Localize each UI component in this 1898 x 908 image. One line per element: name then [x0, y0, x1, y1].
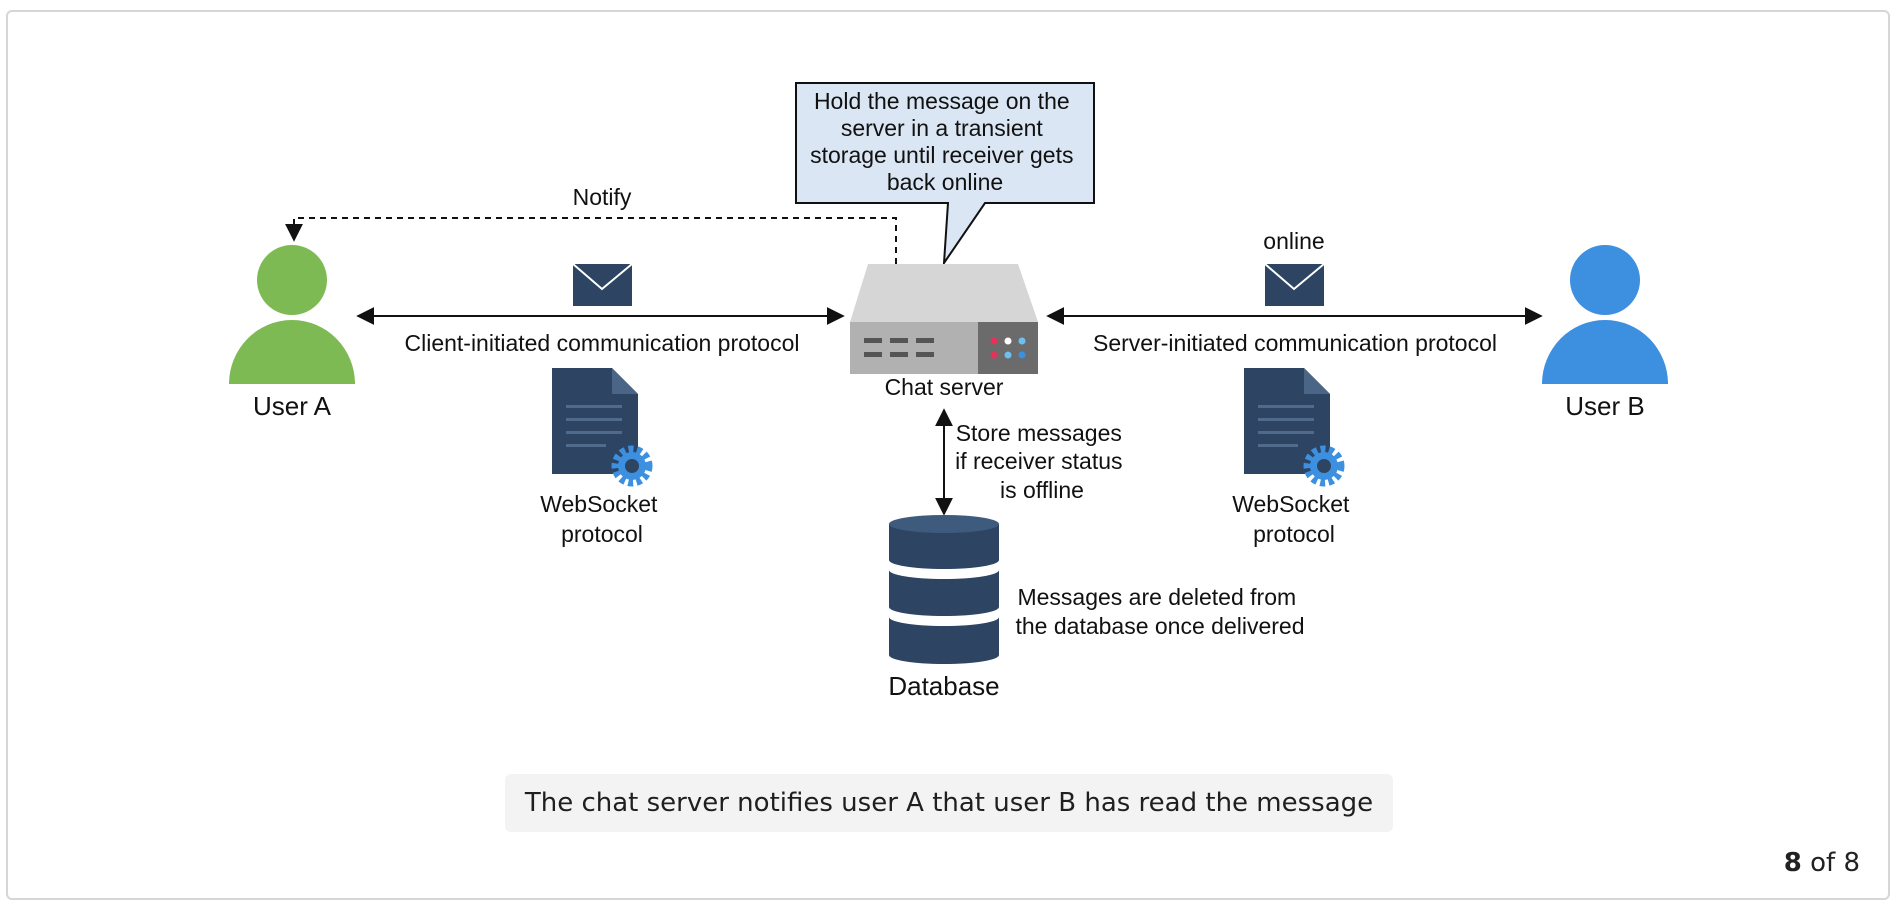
counter-current: 8: [1783, 848, 1802, 878]
user-b-label: User B: [1565, 391, 1644, 421]
callout-line-2: server in a transient: [841, 115, 1044, 141]
online-label: online: [1263, 228, 1324, 254]
db-note-line-1: Messages are deleted from: [1017, 584, 1296, 610]
user-b-icon: [1542, 245, 1668, 384]
slide-caption: The chat server notifies user A that use…: [505, 774, 1393, 832]
server-icon: [850, 264, 1038, 374]
websocket-right-line-1: WebSocket: [1232, 491, 1350, 517]
user-a-icon: [229, 245, 355, 384]
websocket-label-right: WebSocket protocol: [1232, 491, 1356, 547]
envelope-icon-right: [1264, 263, 1325, 306]
user-a-label: User A: [253, 391, 332, 421]
store-line-3: is offline: [1000, 477, 1084, 503]
db-note: Messages are deleted from the database o…: [1016, 584, 1305, 639]
envelope-icon-left: [572, 263, 633, 306]
slide-counter: 8 of 8: [1784, 848, 1860, 878]
client-protocol-label: Client-initiated communication protocol: [404, 330, 799, 356]
websocket-left-line-1: WebSocket: [540, 491, 658, 517]
server-protocol-label: Server-initiated communication protocol: [1093, 330, 1497, 356]
notify-label: Notify: [573, 184, 632, 210]
websocket-doc-icon-right: [1244, 368, 1345, 487]
callout: [795, 82, 1095, 267]
counter-sep: of: [1810, 848, 1836, 878]
websocket-label-left: WebSocket protocol: [540, 491, 664, 547]
store-line-2: if receiver status: [955, 448, 1122, 474]
store-label: Store messages if receiver status is off…: [955, 420, 1129, 503]
callout-line-3: storage until receiver gets: [810, 142, 1073, 168]
server-label: Chat server: [885, 374, 1004, 400]
counter-total: 8: [1843, 848, 1860, 878]
store-line-1: Store messages: [956, 420, 1122, 446]
db-note-line-2: the database once delivered: [1016, 613, 1305, 639]
callout-line-4: back online: [887, 169, 1003, 195]
database-icon: [889, 515, 999, 664]
callout-text: Hold the message on the server in a tran…: [810, 88, 1080, 195]
websocket-left-line-2: protocol: [561, 521, 643, 547]
websocket-right-line-2: protocol: [1253, 521, 1335, 547]
callout-line-1: Hold the message on the: [814, 88, 1070, 114]
websocket-doc-icon-left: [552, 368, 653, 487]
database-label: Database: [888, 671, 999, 701]
notify-arrow: [285, 217, 897, 264]
